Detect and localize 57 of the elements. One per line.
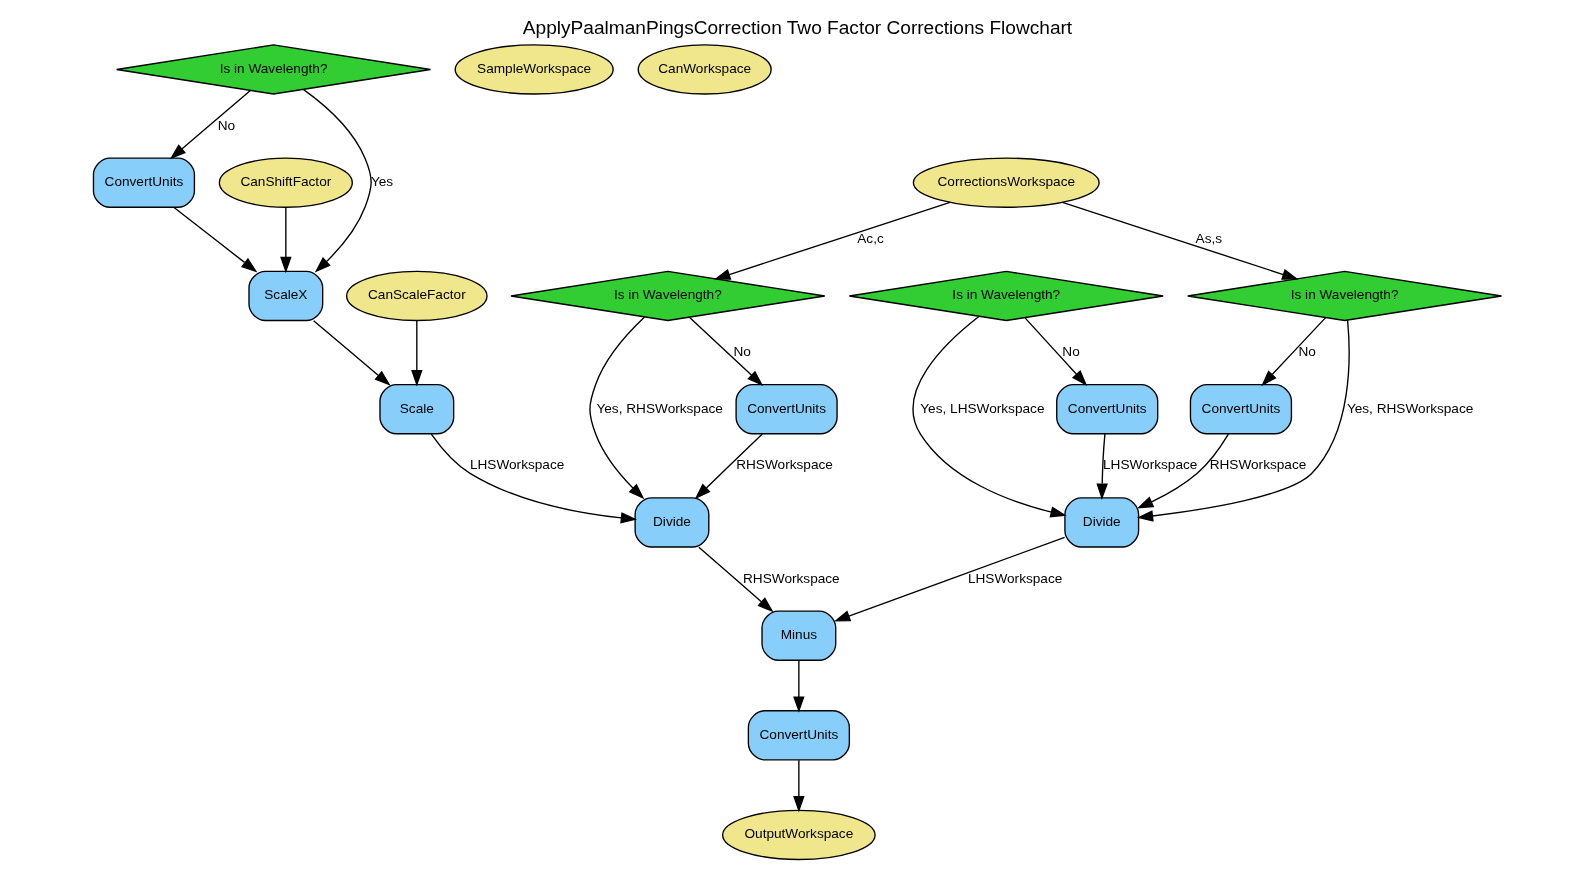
arrow xyxy=(1136,319,1350,522)
node-box: Divide xyxy=(634,497,710,548)
edge-label: Ac,c xyxy=(857,230,884,246)
node-ellipse: CanScaleFactor xyxy=(345,270,488,322)
node-box: ConvertUnits xyxy=(1056,383,1159,435)
arrow xyxy=(833,536,1066,622)
node-ellipse: CanShiftFactor xyxy=(218,157,353,208)
edge-label: RHSWorkspace xyxy=(743,570,840,586)
arrow xyxy=(912,315,1067,518)
edge-label: As,s xyxy=(1195,230,1223,246)
arrow xyxy=(1136,433,1230,509)
edge-label: RHSWorkspace xyxy=(1209,457,1307,473)
edge-label: LHSWorkspace xyxy=(1103,457,1198,473)
node-ellipse: CanWorkspace xyxy=(637,44,772,95)
arrow xyxy=(411,320,423,387)
edge-label: Yes, RHSWorkspace xyxy=(596,400,723,416)
arrow xyxy=(1096,433,1108,500)
arrow xyxy=(694,433,763,500)
arrow xyxy=(302,88,372,273)
arrow xyxy=(280,206,292,274)
node-box: Minus xyxy=(761,610,837,661)
edge-label: No xyxy=(1298,344,1316,359)
node-ellipse: OutputWorkspace xyxy=(722,809,876,861)
node-box: Divide xyxy=(1064,497,1140,548)
arrow xyxy=(430,433,638,524)
arrow xyxy=(793,759,805,813)
arrow xyxy=(1261,316,1327,387)
node-diamond: Is in Wavelength? xyxy=(115,44,432,95)
edge-label: Yes, RHSWorkspace xyxy=(1346,400,1474,416)
arrow xyxy=(169,89,252,160)
node-ellipse: CorrectionsWorkspace xyxy=(912,157,1100,208)
node-box: ConvertUnits xyxy=(1189,383,1293,435)
diagram-title: ApplyPaalmanPingsCorrection Two Factor Corrections Flowchart xyxy=(522,17,1073,39)
arrow xyxy=(714,201,951,280)
arrow xyxy=(689,316,764,387)
edge-label: No xyxy=(1062,344,1080,359)
arrow xyxy=(589,316,645,500)
node-box: Scale xyxy=(379,383,455,435)
arrow xyxy=(1024,317,1088,386)
edge-label: Yes xyxy=(370,174,394,190)
arrow xyxy=(698,546,774,613)
node-ellipse: SampleWorkspace xyxy=(454,44,614,95)
node-box: ConvertUnits xyxy=(747,710,851,761)
edge-label: No xyxy=(733,344,751,359)
node-box: ConvertUnits xyxy=(92,157,196,208)
edge-label: RHSWorkspace xyxy=(736,457,833,473)
arrow xyxy=(1061,201,1299,280)
edge-label: LHSWorkspace xyxy=(967,570,1063,586)
arrow xyxy=(173,206,258,273)
arrow xyxy=(312,320,391,386)
edge-label: No xyxy=(217,117,236,133)
arrow xyxy=(793,659,805,713)
node-box: ConvertUnits xyxy=(735,383,838,435)
node-box: ScaleX xyxy=(248,270,324,322)
edge-label: Yes, LHSWorkspace xyxy=(920,400,1045,416)
edge-label: LHSWorkspace xyxy=(469,457,565,473)
node-diamond: Is in Wavelength? xyxy=(848,270,1164,322)
